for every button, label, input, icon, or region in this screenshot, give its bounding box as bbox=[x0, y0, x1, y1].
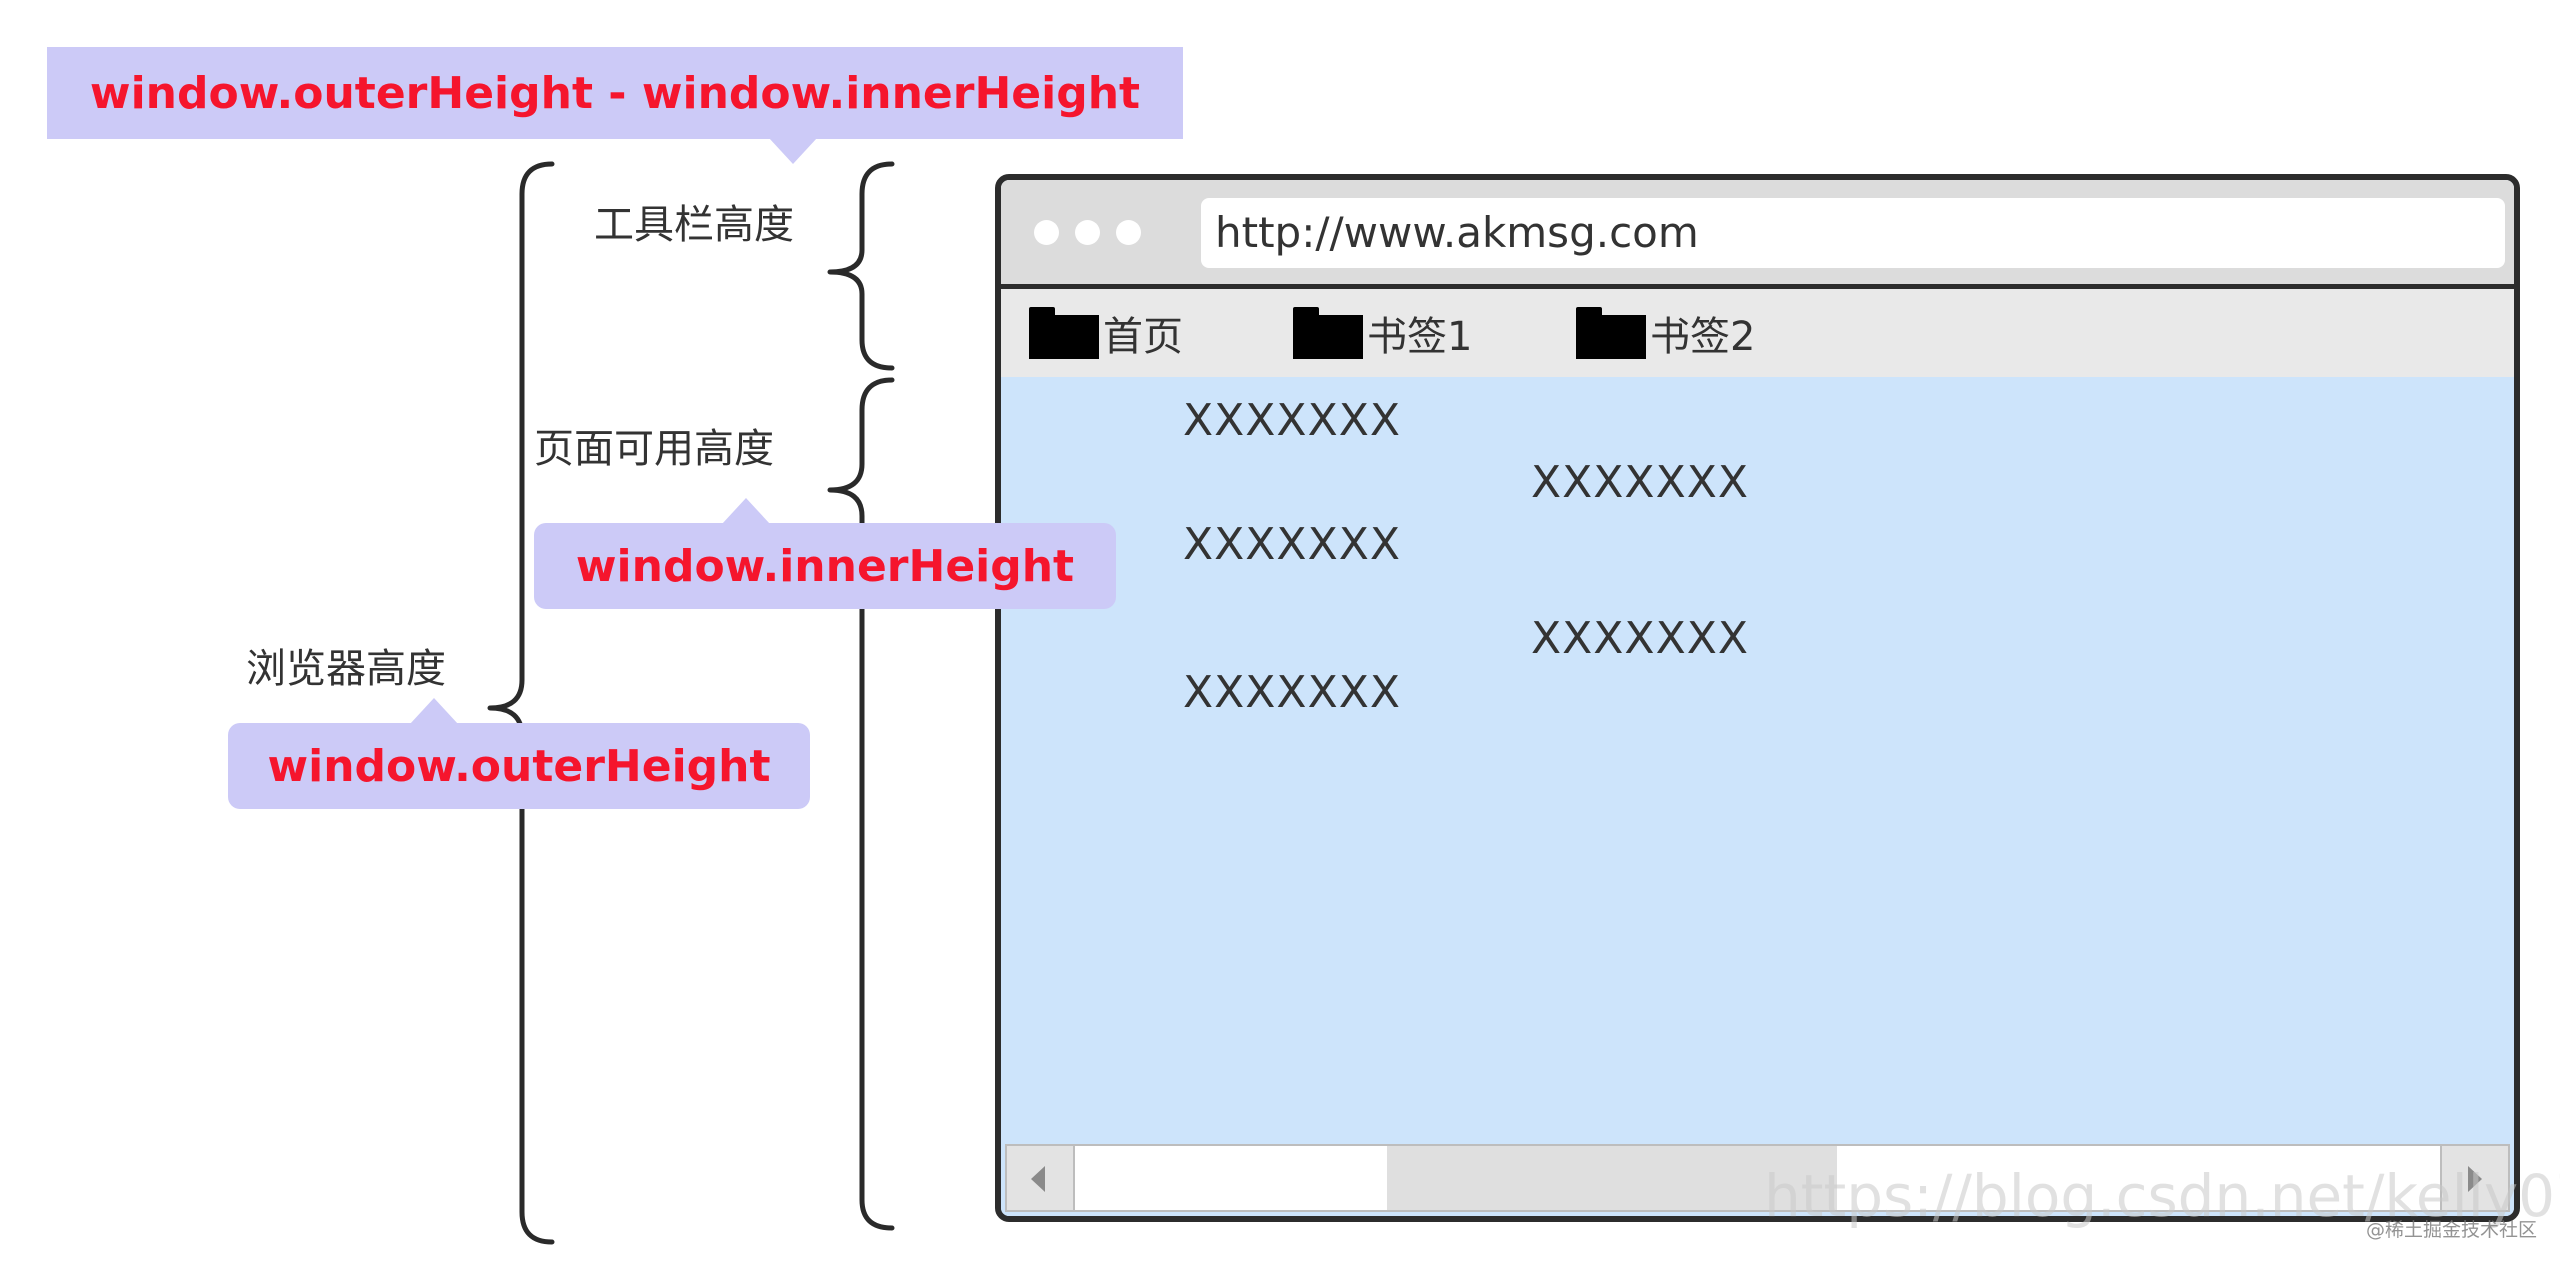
toolbar-height-label: 工具栏高度 bbox=[594, 202, 794, 248]
browser-height-label: 浏览器高度 bbox=[246, 646, 446, 692]
page-height-label: 页面可用高度 bbox=[534, 426, 774, 472]
browser-height-brace bbox=[487, 161, 555, 1245]
outer-height-label: window.outerHeight bbox=[267, 740, 771, 792]
bookmark-label: 书签1 bbox=[1367, 314, 1473, 360]
placeholder-text: XXXXXXX bbox=[1183, 519, 1401, 570]
outer-height-callout: window.outerHeight bbox=[228, 698, 810, 809]
page-content-area: XXXXXXX XXXXXXX XXXXXXX XXXXXXX XXXXXXX bbox=[1001, 377, 2514, 1216]
watermark-community: @稀土掘金技术社区 bbox=[2366, 1219, 2538, 1241]
address-bar[interactable]: http://www.akmsg.com bbox=[1201, 198, 2505, 268]
scroll-right-arrow-icon[interactable] bbox=[2440, 1146, 2508, 1210]
window-dot-icon bbox=[1034, 220, 1059, 245]
folder-icon bbox=[1029, 307, 1099, 359]
toolbar-height-brace bbox=[827, 161, 895, 371]
page-height-brace bbox=[827, 377, 895, 1231]
inner-height-callout: window.innerHeight bbox=[534, 498, 1116, 609]
watermark-url: https://blog.csdn.net/kelly0721 bbox=[1764, 1162, 2560, 1230]
horizontal-scrollbar[interactable] bbox=[1005, 1144, 2510, 1212]
folder-icon bbox=[1576, 307, 1646, 359]
window-dot-icon bbox=[1116, 220, 1141, 245]
bookmark-label: 书签2 bbox=[1650, 314, 1756, 360]
folder-icon bbox=[1293, 307, 1363, 359]
outer-minus-inner-label: window.outerHeight - window.innerHeight bbox=[89, 67, 1141, 119]
bookmark-1[interactable]: 书签1 bbox=[1293, 289, 1472, 377]
browser-title-bar: http://www.akmsg.com bbox=[1001, 180, 2514, 289]
bookmark-label: 首页 bbox=[1103, 314, 1183, 360]
bookmark-home[interactable]: 首页 bbox=[1029, 289, 1183, 377]
callout-pointer bbox=[769, 138, 817, 164]
window-dot-icon bbox=[1075, 220, 1100, 245]
placeholder-text: XXXXXXX bbox=[1531, 613, 1749, 664]
bookmark-2[interactable]: 书签2 bbox=[1576, 289, 1755, 377]
placeholder-text: XXXXXXX bbox=[1183, 395, 1401, 446]
scrollbar-thumb[interactable] bbox=[1387, 1146, 1837, 1210]
callout-pointer bbox=[410, 698, 458, 724]
placeholder-text: XXXXXXX bbox=[1531, 457, 1749, 508]
outer-minus-inner-callout: window.outerHeight - window.innerHeight bbox=[47, 47, 1183, 164]
scroll-left-arrow-icon[interactable] bbox=[1007, 1146, 1075, 1210]
callout-pointer bbox=[722, 498, 770, 524]
bookmarks-bar: 首页 书签1 书签2 bbox=[1001, 289, 2514, 377]
placeholder-text: XXXXXXX bbox=[1183, 667, 1401, 718]
browser-window-mockup: http://www.akmsg.com 首页 书签1 书签2 XXXXXXX … bbox=[995, 174, 2520, 1222]
inner-height-label: window.innerHeight bbox=[575, 540, 1075, 592]
